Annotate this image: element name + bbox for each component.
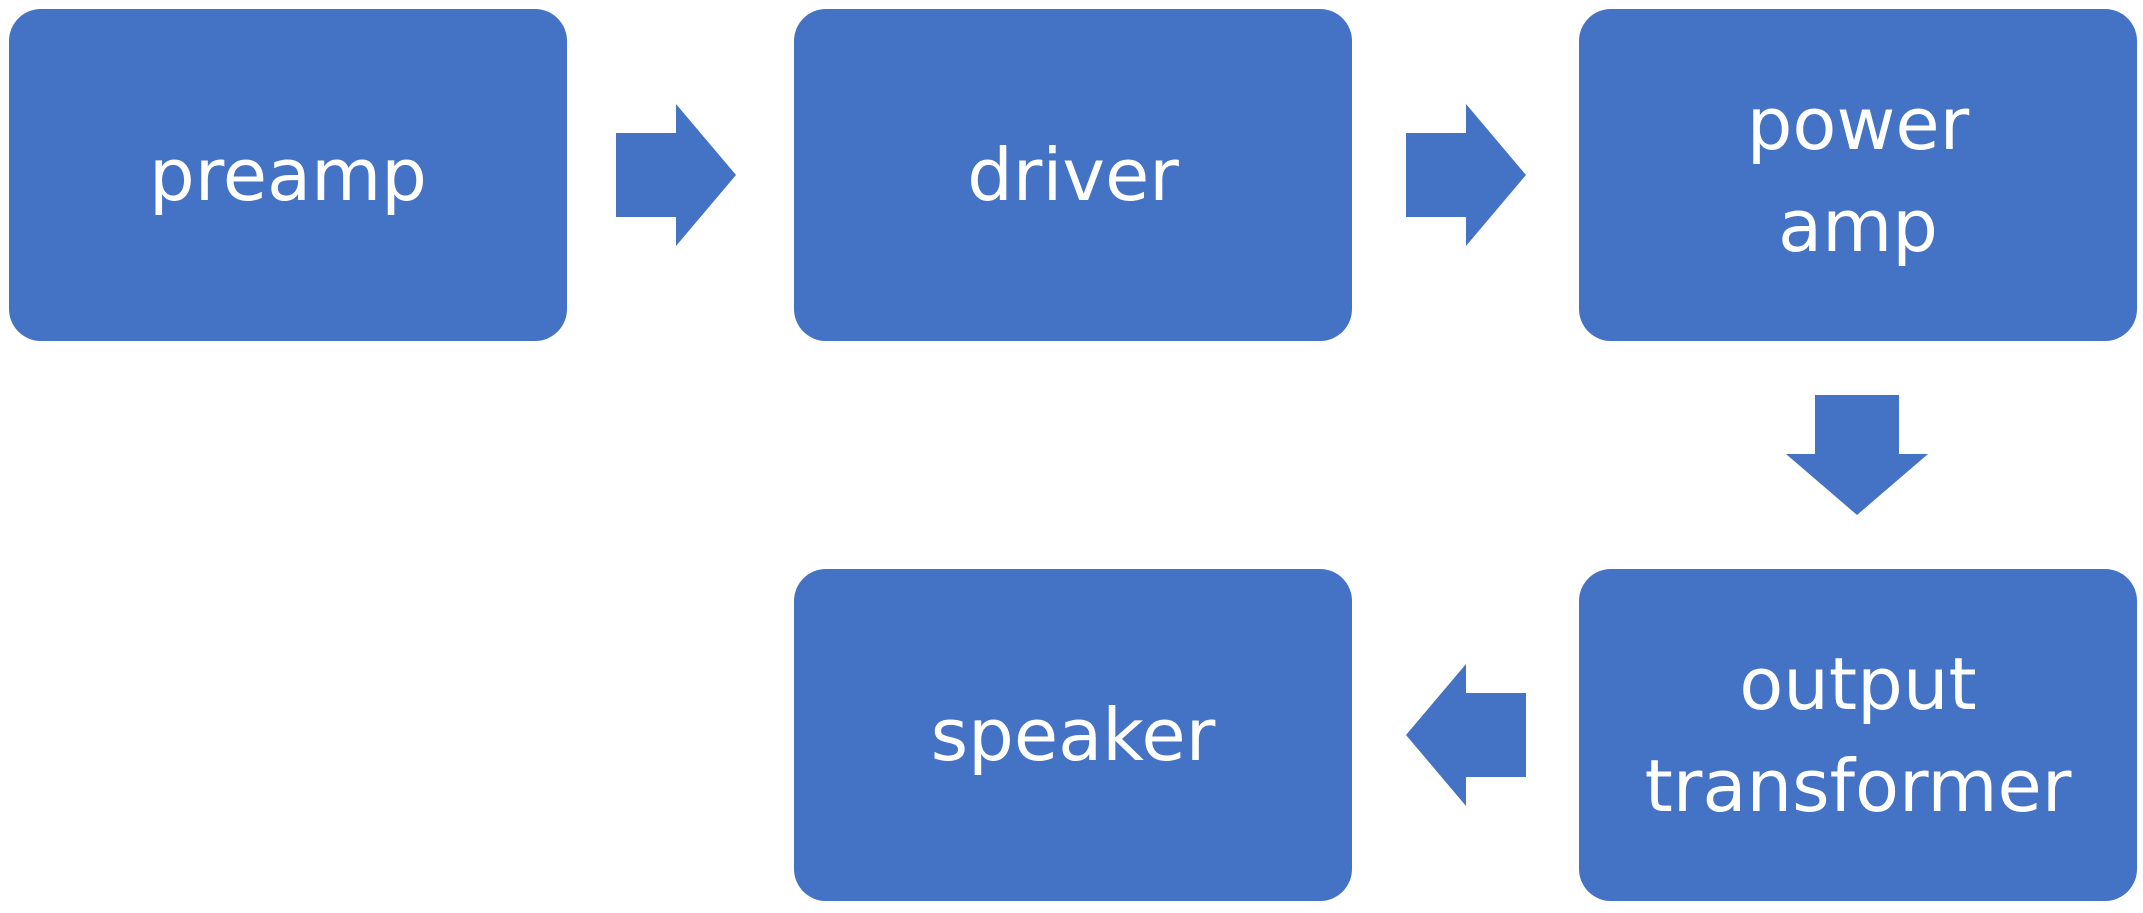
node-preamp: preamp — [9, 9, 567, 341]
node-driver: driver — [794, 9, 1352, 341]
node-output-transformer: output transformer — [1579, 569, 2137, 901]
arrow-left-icon — [1406, 664, 1526, 806]
arrow-down-icon — [1786, 395, 1928, 515]
node-power-amp-label-line2: amp — [1778, 184, 1938, 268]
node-driver-label: driver — [967, 132, 1179, 217]
node-output-transformer-label-line2: transformer — [1644, 744, 2072, 828]
node-power-amp: power amp — [1579, 9, 2137, 341]
node-preamp-label: preamp — [149, 132, 427, 217]
node-power-amp-label-line1: power — [1746, 81, 1970, 166]
arrow-right-icon — [616, 104, 736, 246]
node-speaker-label: speaker — [930, 692, 1216, 777]
arrow-right-icon — [1406, 104, 1526, 246]
node-speaker: speaker — [794, 569, 1352, 901]
node-output-transformer-label-line1: output — [1739, 641, 1977, 726]
